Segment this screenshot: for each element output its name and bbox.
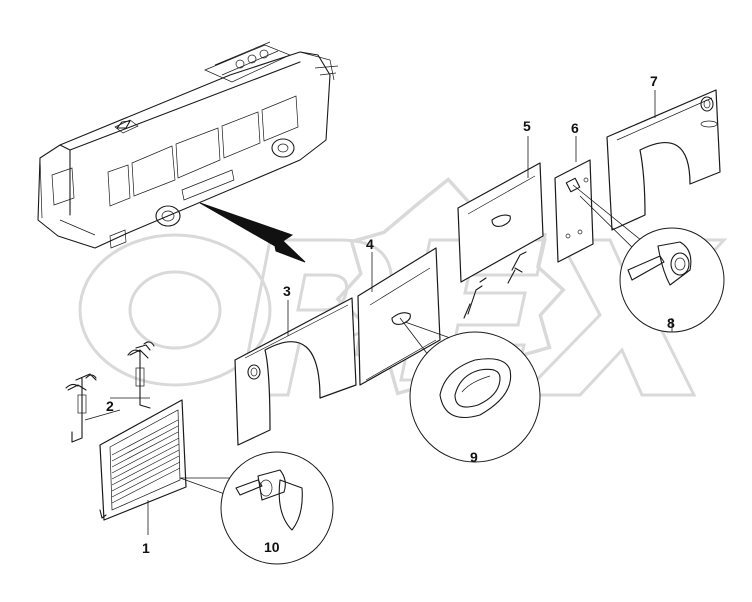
- part-label-1: 1: [142, 540, 150, 556]
- part-6-lock-plate: [554, 159, 594, 263]
- part-10-latch-callout: [179, 451, 334, 565]
- part-1-grille-panel: [99, 399, 187, 521]
- part-3-wheel-arch-panel: [234, 297, 357, 446]
- part-label-7: 7: [650, 73, 658, 89]
- part-label-10: 10: [264, 539, 280, 555]
- bus-overview-illustration: [37, 41, 339, 249]
- part-labels: 1 2 3 4 5 6 7 8 9 10: [106, 73, 675, 556]
- part-label-5: 5: [523, 118, 531, 134]
- part-label-3: 3: [283, 283, 291, 299]
- part-5-upper-flap-panel: [457, 162, 544, 319]
- label-leaders: [84, 90, 673, 535]
- part-2-hinge-brackets: [65, 341, 155, 443]
- part-9-handle-recess-callout: [399, 317, 541, 463]
- part-label-4: 4: [366, 236, 374, 252]
- part-label-2: 2: [106, 398, 114, 414]
- part-label-8: 8: [667, 315, 675, 331]
- part-4-service-flap-panel: [357, 247, 441, 386]
- part-7-rear-wheel-arch-panel: [606, 89, 721, 231]
- part-label-6: 6: [571, 120, 579, 136]
- location-arrow: [199, 202, 306, 263]
- part-label-9: 9: [470, 449, 478, 465]
